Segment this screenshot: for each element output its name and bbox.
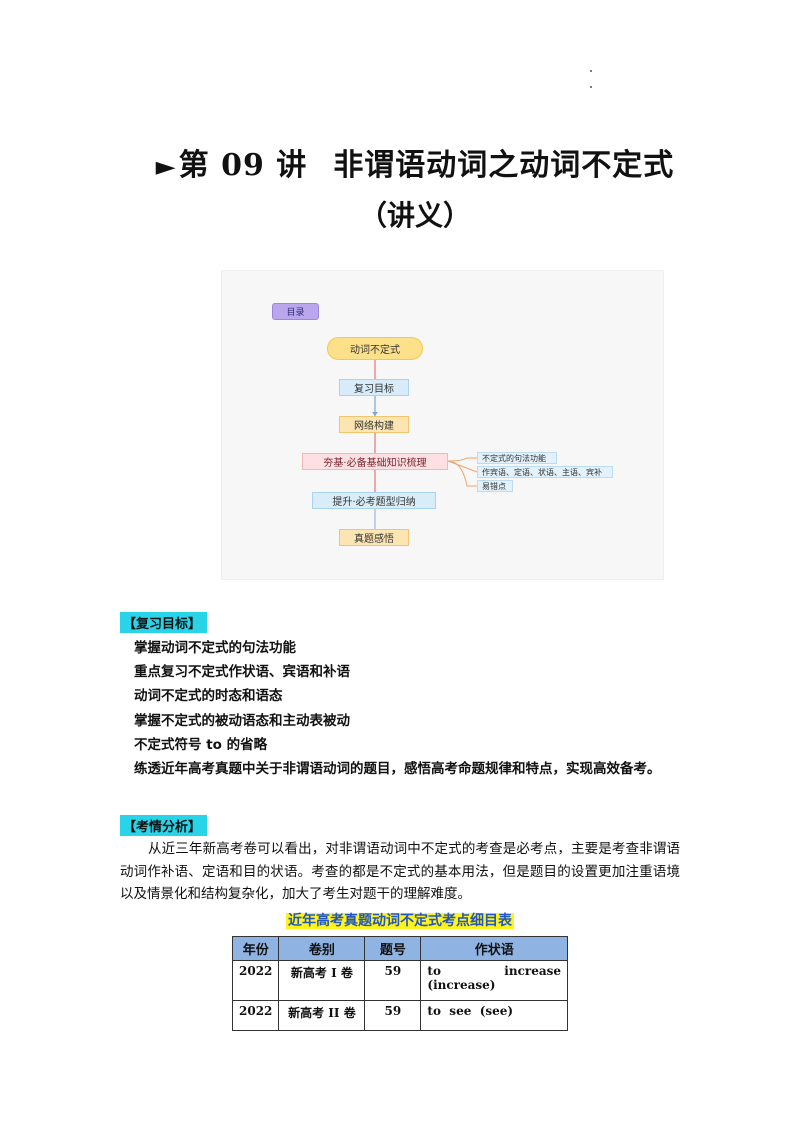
goal-item: 练透近年高考真题中关于非谓语动词的题目，感悟高考命题规律和特点，实现高效备考。: [134, 761, 661, 778]
mindmap-step: 复习目标: [339, 379, 409, 396]
cell-year: 2022: [231, 960, 280, 1001]
header-year: 年份: [231, 936, 280, 961]
mindmap-image: 目录 动词不定式 复习目标 网络构建 夯基·必备基础知识梳理 提升·必考题型归纳…: [221, 270, 664, 580]
table-caption-text: 近年高考真题动词不定式考点细目表: [286, 913, 514, 929]
cell-adverbial: to see (see): [420, 1000, 568, 1031]
mindmap-branch: 不定式的句法功能: [477, 452, 557, 464]
page-subtitle: （讲义）: [358, 199, 471, 232]
mindmap-branch: 易错点: [477, 480, 513, 492]
cell-adverbial: to increase (increase): [420, 960, 568, 1001]
review-goals-header: 【复习目标】: [120, 612, 208, 633]
exam-analysis-text: 从近三年新高考卷可以看出，对非谓语动词中不定式的考查是必考点，主要是考查非谓语动…: [120, 841, 680, 903]
table-row: 2022 新高考 II 卷 59 to see (see): [231, 1000, 568, 1031]
cell-number: 59: [364, 960, 422, 1001]
table-row: 2022 新高考 I 卷 59 to increase (increase): [231, 960, 568, 1001]
cell-adverbial-part: increase: [504, 964, 561, 978]
cell-adverbial-part: to: [427, 964, 441, 978]
arrow-icon: ►: [155, 152, 177, 182]
goal-item: 掌握动词不定式的句法功能: [134, 640, 296, 656]
goal-item: 不定式符号 to 的省略: [134, 736, 268, 753]
exam-analysis-header: 【考情分析】: [120, 815, 208, 836]
header-paper: 卷别: [278, 936, 366, 961]
goal-item: 动词不定式的时态和语态: [134, 688, 283, 705]
exam-points-table: 年份 卷别 题号 作状语 2022 新高考 I 卷 59 to increase …: [231, 936, 568, 1031]
review-goals-list: 掌握动词不定式的句法功能 重点复习不定式作状语、宾语和补语 动词不定式的时态和语…: [120, 636, 680, 781]
table-caption: 近年高考真题动词不定式考点细目表: [0, 910, 800, 930]
table-header-row: 年份 卷别 题号 作状语: [231, 936, 568, 961]
lecture-topic: 非谓语动词之动词不定式: [333, 148, 675, 183]
lecture-number: 第 09 讲: [178, 148, 308, 183]
mindmap-step: 真题感悟: [339, 529, 409, 546]
cell-paper: 新高考 I 卷: [278, 960, 366, 1001]
cell-adverbial-part: (increase): [427, 978, 496, 992]
cell-year: 2022: [231, 1000, 280, 1031]
mindmap-branch: 作宾语、定语、状语、主语、宾补: [477, 466, 613, 478]
mindmap-step: 网络构建: [339, 416, 409, 433]
mindmap-step: 提升·必考题型归纳: [312, 492, 436, 509]
header-number: 题号: [364, 936, 422, 961]
header-adverbial: 作状语: [420, 936, 568, 961]
mindmap-connectors: [372, 360, 478, 529]
cell-number: 59: [364, 1000, 422, 1031]
mindmap-root: 动词不定式: [327, 337, 423, 360]
cell-adverbial-part: to see (see): [427, 1004, 514, 1018]
page-title: ►第 09 讲非谓语动词之动词不定式: [0, 140, 800, 184]
cell-paper: 新高考 II 卷: [278, 1000, 366, 1031]
mindmap-tag: 目录: [272, 303, 319, 320]
corner-dots: [590, 70, 596, 102]
mindmap-step: 夯基·必备基础知识梳理: [302, 453, 448, 470]
goal-item: 重点复习不定式作状语、宾语和补语: [134, 664, 350, 681]
goal-item: 掌握不定式的被动语态和主动表被动: [134, 712, 350, 729]
